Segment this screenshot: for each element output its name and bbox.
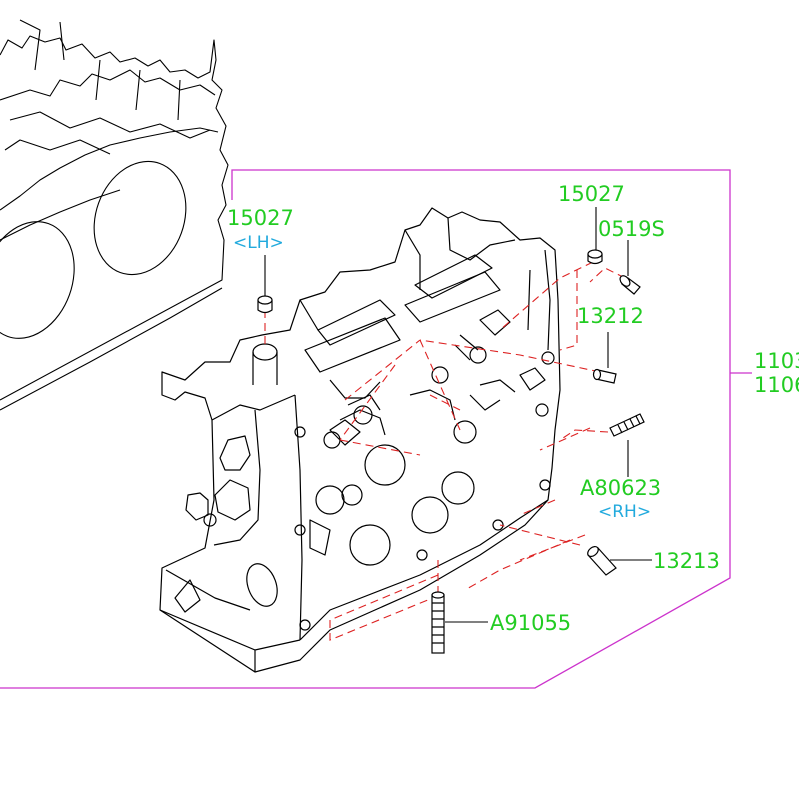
- label-a80623: A80623: [580, 476, 661, 500]
- engine-block-illustration: [0, 19, 229, 411]
- label-1106: 1106: [754, 373, 799, 397]
- dowel-13213[interactable]: [586, 545, 617, 576]
- stud-a80623[interactable]: [609, 413, 645, 437]
- label-lh-note: <LH>: [233, 233, 284, 253]
- label-rh-note: <RH>: [598, 502, 651, 522]
- bolt-0519s[interactable]: [618, 274, 641, 295]
- leader-lines: [264, 207, 652, 623]
- dowel-13212[interactable]: [592, 368, 617, 384]
- stud-a91055[interactable]: [431, 591, 445, 654]
- plug-15027-rh[interactable]: [587, 249, 603, 265]
- label-15027-rh: 15027: [558, 182, 625, 206]
- label-a91055: A91055: [490, 611, 571, 635]
- label-13213: 13213: [653, 549, 720, 573]
- label-13212: 13212: [577, 304, 644, 328]
- label-15027-lh: 15027: [227, 206, 294, 230]
- plug-15027-lh[interactable]: [257, 295, 273, 314]
- part-labels: 15027 <LH> 15027 0519S 13212 1103 1106 A…: [227, 182, 799, 635]
- label-0519s: 0519S: [598, 217, 665, 241]
- label-1103: 1103: [754, 349, 799, 373]
- cylinder-head-illustration: [159, 207, 561, 673]
- assembly-frame: [0, 169, 752, 689]
- installation-guide-lines: [264, 261, 626, 641]
